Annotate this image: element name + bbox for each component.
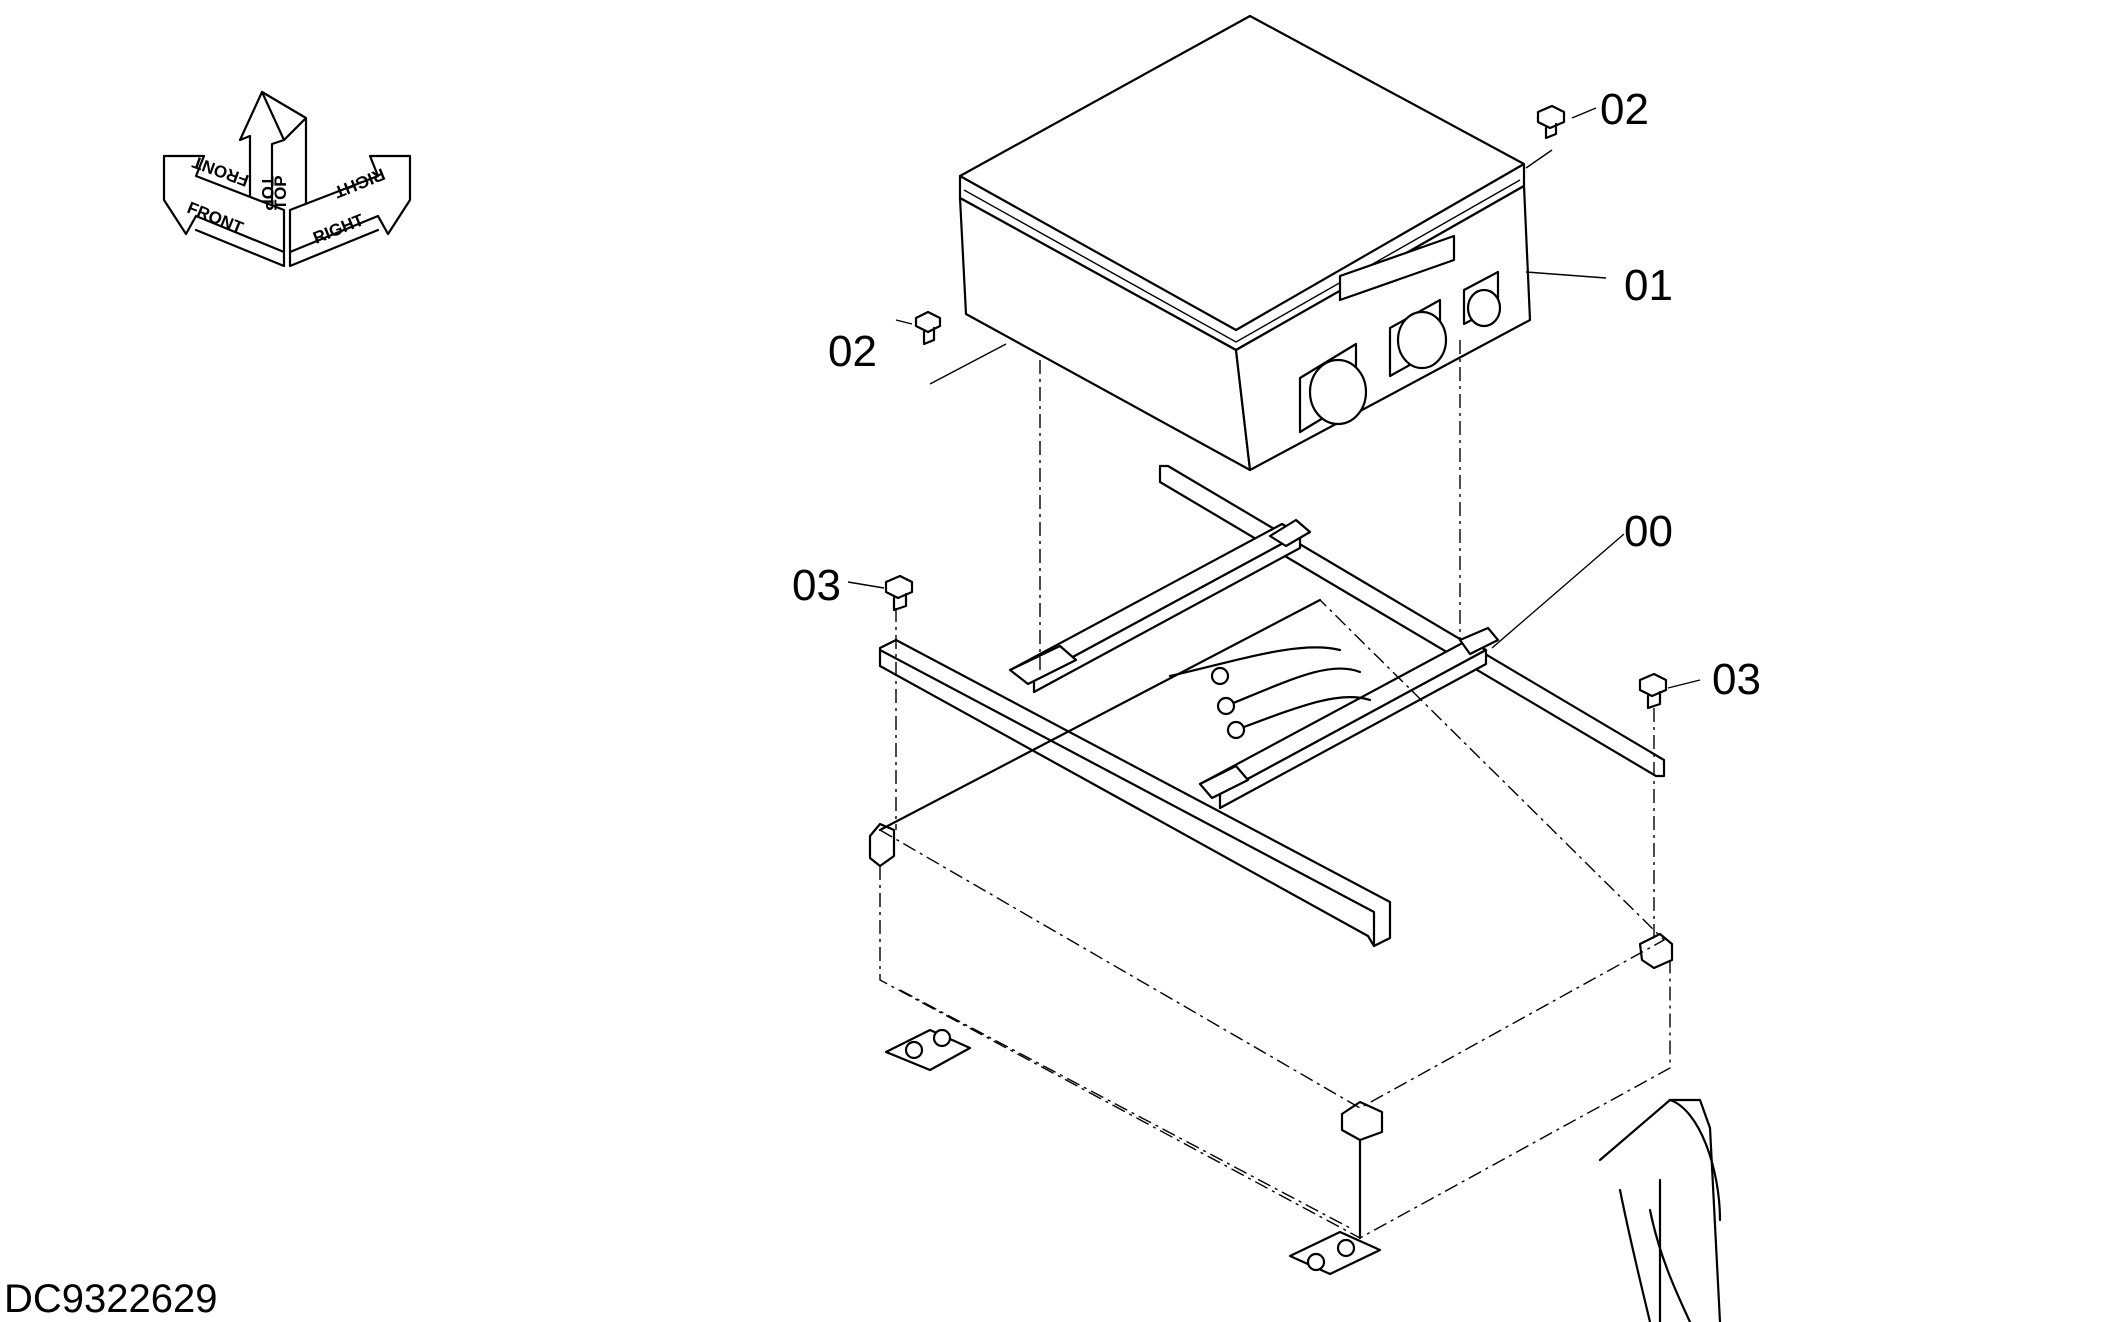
- connector-medium-icon: [1388, 298, 1448, 378]
- callout-frame-00: 00: [1624, 507, 1673, 556]
- connector-small-icon: [1462, 270, 1502, 328]
- callout-box-01: 01: [1624, 261, 1673, 310]
- drawing-id: DC9322629: [4, 1277, 218, 1321]
- callout-bolt-03-right: 03: [1712, 655, 1761, 704]
- callout-bolt-02-left: 02: [828, 327, 877, 376]
- bolt-02-left-icon: [914, 310, 942, 346]
- callout-bolt-03-left: 03: [792, 561, 841, 610]
- bolt-03-left-icon: [884, 574, 914, 612]
- electrical-box: [958, 14, 1532, 472]
- connector-large-icon: [1298, 342, 1368, 434]
- leader-lines: [847, 107, 1701, 689]
- top-label: TOP: [258, 176, 277, 211]
- harness-lugs-icon: [1168, 646, 1372, 740]
- bolt-02-top-icon: [1536, 104, 1566, 140]
- alignment-lines: [895, 340, 1655, 936]
- orientation-arrows-icon: FRONT FRONT TOP TOP RIGHT RIGHT: [162, 90, 412, 268]
- mounting-frame: [878, 464, 1666, 948]
- bolt-03-right-icon: [1638, 672, 1668, 710]
- base-unit: [868, 598, 1722, 1322]
- callout-bolt-02-top: 02: [1600, 85, 1649, 134]
- top-label-mirrored: TOP: [271, 175, 290, 210]
